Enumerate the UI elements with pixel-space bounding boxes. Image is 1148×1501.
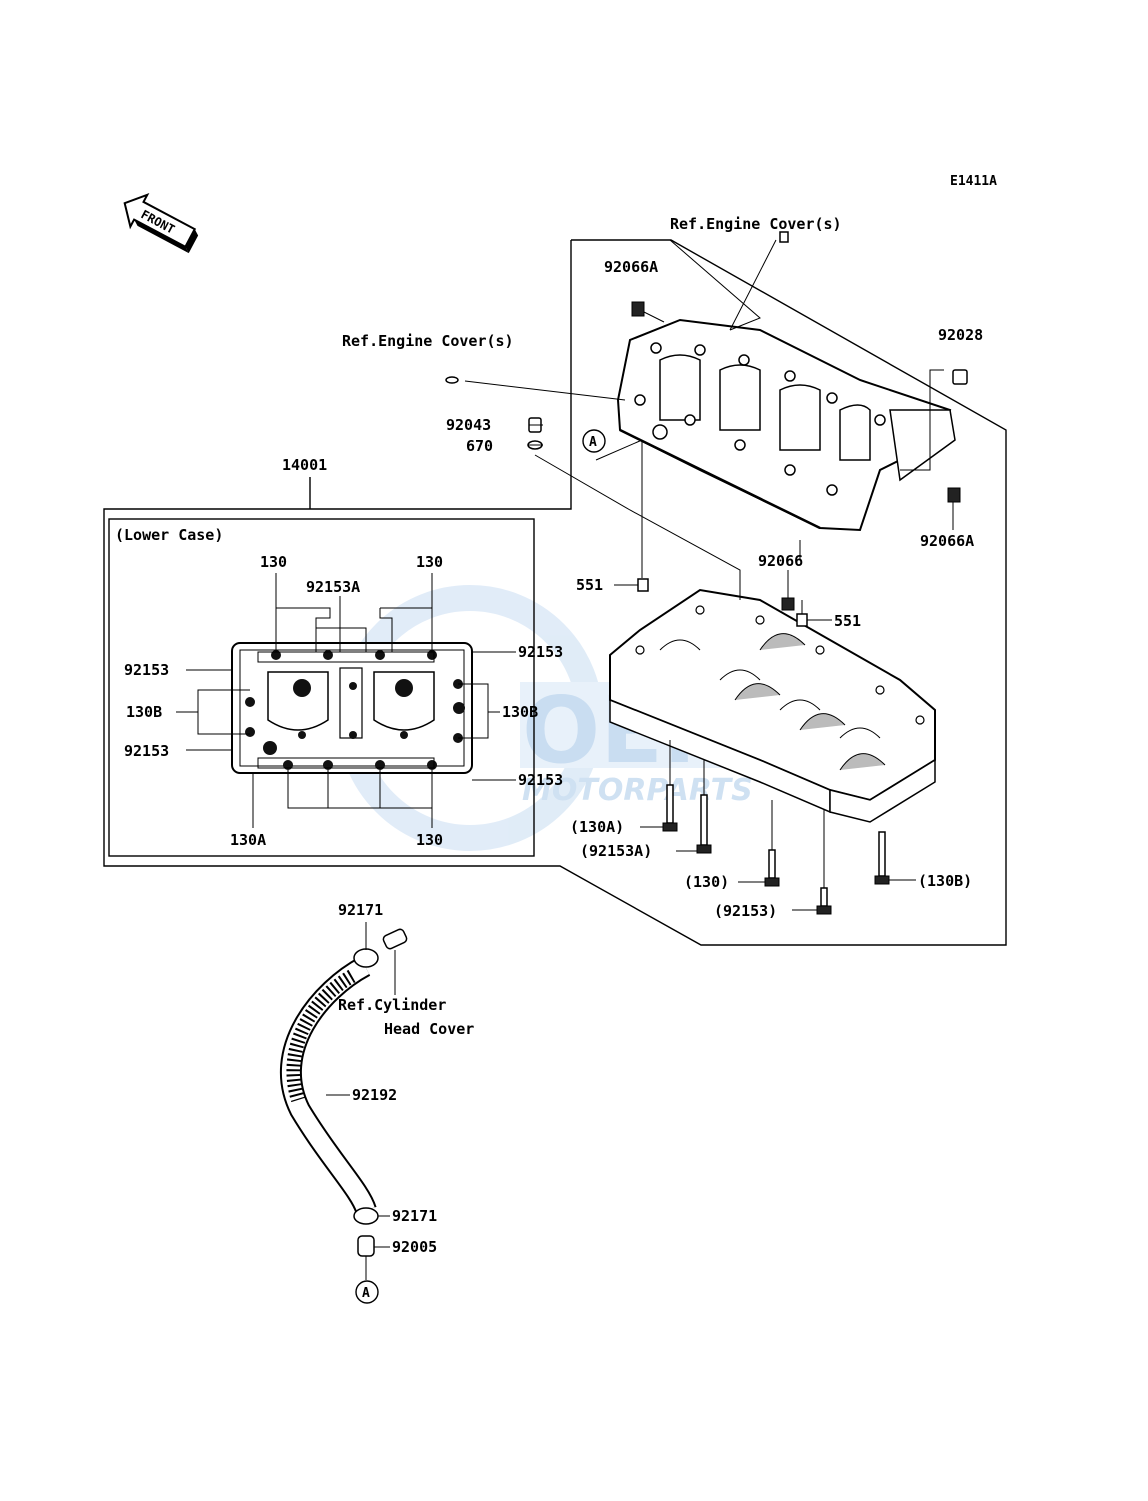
label-130-paren: (130) xyxy=(684,873,729,891)
label-92043: 92043 xyxy=(446,416,491,434)
label-130A-bottom-left: 130A xyxy=(230,831,266,849)
ref-engine-cover-left: Ref.Engine Cover(s) xyxy=(342,332,514,350)
fitting-ref-head-cover-icon xyxy=(382,928,408,950)
label-92153-left-bottom: 92153 xyxy=(124,742,169,760)
bolt-130B-icon xyxy=(874,831,890,885)
label-92171-top: 92171 xyxy=(338,901,383,919)
label-92192: 92192 xyxy=(352,1086,397,1104)
ref-engine-cover-top: Ref.Engine Cover(s) xyxy=(670,215,842,233)
part-92066-icon xyxy=(781,597,795,611)
label-92066A-right: 92066A xyxy=(920,532,974,550)
label-92153A-paren: (92153A) xyxy=(580,842,652,860)
diagram-id: E1411A xyxy=(950,174,997,189)
label-130B-left: 130B xyxy=(126,703,162,721)
clamp-92171-bottom-icon xyxy=(353,1207,379,1225)
upper-crankcase-drawing xyxy=(616,318,956,532)
part-92066A-top-icon xyxy=(631,301,645,317)
svg-text:A: A xyxy=(362,1286,370,1301)
bolt-130-icon xyxy=(764,849,780,887)
label-130-bottom-right: 130 xyxy=(416,831,443,849)
pin-top-icon xyxy=(779,231,789,243)
label-92153-right-bottom: 92153 xyxy=(518,771,563,789)
label-551-right: 551 xyxy=(834,612,861,630)
label-130A-paren: (130A) xyxy=(570,818,624,836)
lower-case-title: (Lower Case) xyxy=(115,526,223,544)
upper-group-frame xyxy=(103,239,1007,946)
part-551-left-icon xyxy=(637,578,649,592)
lower-case-box xyxy=(108,518,535,857)
marker-a-top: A xyxy=(582,429,606,453)
lower-crankcase-drawing xyxy=(609,588,936,823)
svg-text:A: A xyxy=(589,435,597,450)
label-130B-right: 130B xyxy=(502,703,538,721)
label-92066A-top: 92066A xyxy=(604,258,658,276)
ref-cylinder-head-cover-line1: Ref.Cylinder xyxy=(338,996,446,1014)
label-551-left: 551 xyxy=(576,576,603,594)
fitting-92005-icon xyxy=(357,1235,375,1257)
bolt-92153-icon xyxy=(816,887,832,915)
label-92028: 92028 xyxy=(938,326,983,344)
part-551-right-icon xyxy=(796,613,808,627)
pin-left-icon xyxy=(445,376,459,384)
lower-case-drawing xyxy=(231,642,473,774)
label-92153-left-top: 92153 xyxy=(124,661,169,679)
clamp-92171-top-icon xyxy=(353,948,379,968)
front-direction-arrow-icon: FRONT xyxy=(123,192,199,254)
part-92028-icon xyxy=(952,369,968,385)
lower-case-leaders xyxy=(176,573,516,828)
label-92066: 92066 xyxy=(758,552,803,570)
group-label-14001: 14001 xyxy=(282,456,327,474)
marker-a-bottom: A xyxy=(355,1280,379,1304)
label-92153-paren: (92153) xyxy=(714,902,777,920)
label-92153A-top: 92153A xyxy=(306,578,360,596)
label-92153-right-top: 92153 xyxy=(518,643,563,661)
label-130-top-right: 130 xyxy=(416,553,443,571)
part-92066A-right-icon xyxy=(947,487,961,503)
label-670: 670 xyxy=(466,437,493,455)
watermark-subtext: MOTORPARTS xyxy=(522,773,753,808)
ref-cylinder-head-cover-line2: Head Cover xyxy=(384,1020,474,1038)
leader-lines xyxy=(326,239,954,1280)
label-130-top-left: 130 xyxy=(260,553,287,571)
label-92005: 92005 xyxy=(392,1238,437,1256)
label-92171-bottom: 92171 xyxy=(392,1207,437,1225)
hose-92192-icon xyxy=(279,956,377,1214)
label-130B-paren: (130B) xyxy=(918,872,972,890)
